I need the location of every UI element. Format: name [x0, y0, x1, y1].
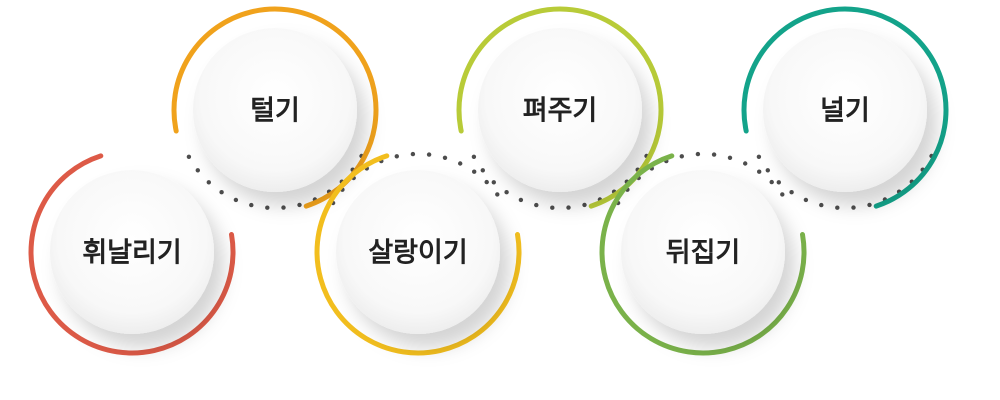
connector-dot	[679, 154, 684, 159]
connector-dot	[550, 205, 555, 210]
connector-dot	[186, 154, 192, 159]
step-5-disc	[621, 170, 785, 334]
connector-dot	[219, 190, 224, 195]
connector-dot	[233, 197, 239, 203]
step-node-2: 털기	[171, 6, 379, 209]
connector-dot	[442, 155, 448, 160]
step-1-label: 휘날리기	[82, 238, 181, 269]
step-3-disc	[336, 170, 500, 334]
dotted-connectors	[186, 151, 934, 210]
step-node-1: 휘날리기	[28, 153, 236, 356]
connector-dot	[491, 180, 496, 185]
connector-dot	[206, 180, 211, 185]
connector-dot	[410, 151, 416, 157]
connector-dot	[803, 197, 809, 203]
connector-dot	[867, 202, 872, 208]
step-6-label: 널기	[820, 96, 870, 127]
connector-dot	[566, 205, 571, 210]
step-node-4: 펴주기	[456, 6, 664, 209]
step-node-6: 널기	[741, 6, 949, 209]
connector-dot	[851, 205, 856, 210]
connector-dot	[582, 202, 587, 208]
connector-dot	[711, 152, 717, 157]
connector-dot	[265, 205, 270, 210]
connector-dot	[297, 202, 302, 208]
step-2-disc	[193, 28, 357, 192]
step-node-3: 살랑이기	[314, 153, 522, 356]
step-5-label: 뒤집기	[666, 238, 741, 269]
connector-dot	[471, 154, 477, 159]
connector-dot	[757, 169, 762, 174]
step-4-label: 펴주기	[523, 96, 598, 127]
step-2-label: 털기	[250, 96, 300, 127]
connector-dot	[769, 179, 774, 185]
connector-dot	[756, 154, 762, 159]
connector-dot	[458, 161, 463, 166]
step-6-arc	[741, 6, 949, 209]
connector-dot	[484, 179, 489, 185]
connector-dot	[819, 202, 824, 208]
connector-dot	[765, 168, 770, 173]
step-3-label: 살랑이기	[368, 238, 467, 269]
connector-dot	[727, 155, 733, 160]
connector-dot	[249, 202, 254, 208]
connector-dot	[789, 190, 794, 195]
connector-dot	[495, 192, 500, 197]
connector-dot	[518, 197, 524, 203]
connector-dot	[195, 168, 200, 173]
step-2-arc	[171, 6, 379, 209]
step-5-arc	[599, 153, 807, 356]
connector-dot	[534, 202, 539, 208]
connector-dot	[281, 205, 286, 210]
connector-dot	[480, 168, 485, 173]
step-4-arc	[456, 6, 664, 209]
connector-dot	[780, 192, 785, 197]
connector-dot	[776, 180, 781, 185]
connector-dot	[695, 151, 701, 157]
step-node-5: 뒤집기	[599, 153, 807, 356]
connector-dot	[504, 190, 509, 195]
step-3-arc	[314, 153, 522, 356]
step-6-disc	[763, 28, 927, 192]
connector-dot	[472, 169, 477, 174]
step-1-arc	[28, 153, 236, 356]
step-1-disc	[50, 170, 214, 334]
connector-dot	[743, 161, 748, 166]
connector-dot	[394, 154, 399, 159]
step-4-disc	[478, 28, 642, 192]
connector-dot	[835, 205, 840, 210]
connector-dot	[426, 152, 432, 157]
